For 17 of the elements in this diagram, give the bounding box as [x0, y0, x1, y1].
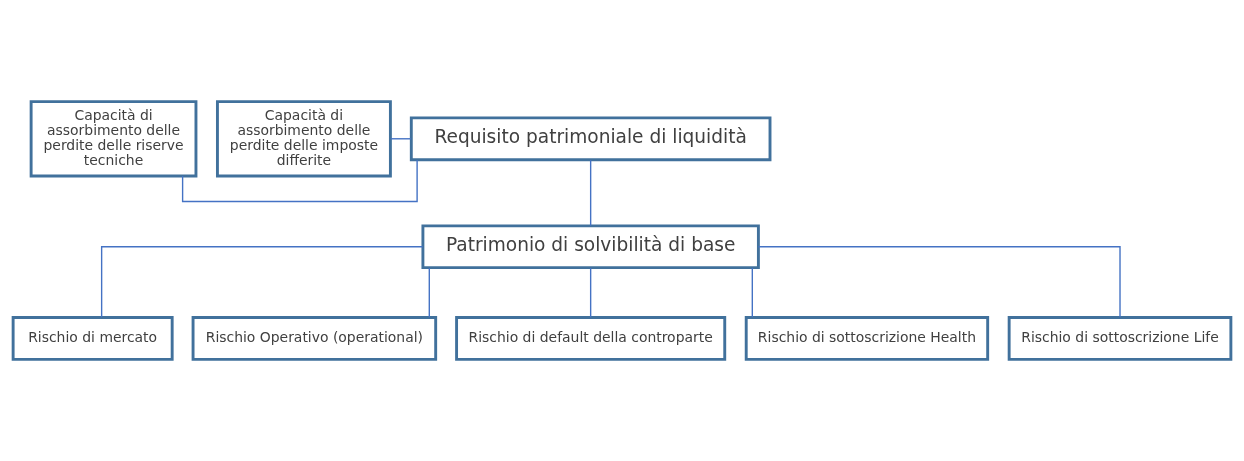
node-box: Rischio di default della controparte — [455, 316, 727, 361]
node-box: Rischio di sottoscrizione Life — [1007, 316, 1233, 361]
node-box: Capacità di assorbimento delle perdite delle riserve tecniche — [29, 100, 198, 178]
connector — [100, 246, 424, 318]
connector — [390, 138, 412, 140]
node-box: Rischio di mercato — [11, 316, 174, 361]
node-box: Rischio Operativo (operational) — [191, 316, 438, 361]
node-box: Capacità di assorbimento delle perdite delle imposte differite — [216, 100, 392, 178]
connector — [428, 267, 430, 318]
connector — [181, 159, 418, 203]
connector — [757, 246, 1121, 318]
connector — [589, 159, 592, 227]
node-box: Patrimonio di solvibilità di base — [421, 224, 760, 270]
connector — [589, 267, 592, 318]
node-box: Rischio di sottoscrizione Health — [744, 316, 990, 361]
node-box: Requisito patrimoniale di liquidità — [409, 116, 772, 162]
connector — [751, 267, 753, 318]
